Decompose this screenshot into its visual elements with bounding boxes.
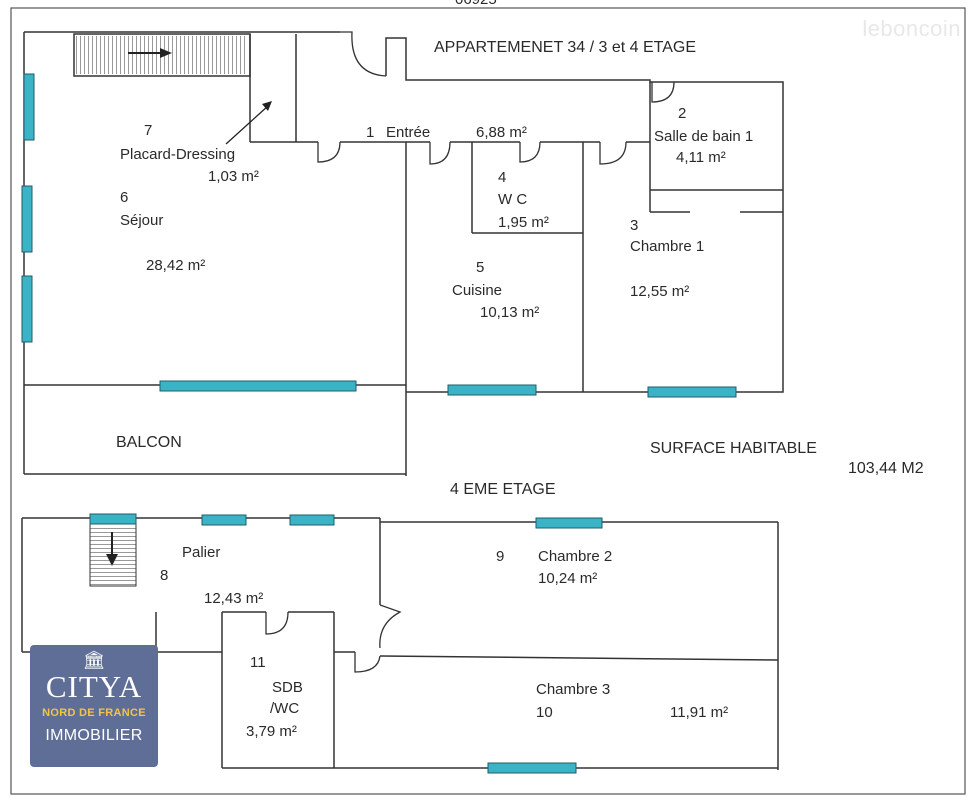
level-3-doors bbox=[317, 31, 675, 165]
room-2-number: 2 bbox=[678, 105, 686, 122]
room-4-number: 4 bbox=[498, 169, 506, 186]
column-icon: 🏛 bbox=[82, 650, 106, 670]
dressing-pointer bbox=[225, 105, 269, 145]
logo-tagline: IMMOBILIER bbox=[45, 727, 143, 744]
room-10-name: Chambre 3 bbox=[536, 681, 610, 698]
room-2-name: Salle de bain 1 bbox=[654, 128, 753, 145]
room-3-name: Chambre 1 bbox=[630, 238, 704, 255]
room-9-name: Chambre 2 bbox=[538, 548, 612, 565]
room-7-area: 1,03 m² bbox=[208, 168, 259, 185]
room-8-area: 12,43 m² bbox=[204, 590, 263, 607]
room-5-number: 5 bbox=[476, 259, 484, 276]
logo-name: CITYA bbox=[45, 669, 143, 704]
room-7-number: 7 bbox=[144, 122, 152, 139]
level-4-title: 4 EME ETAGE bbox=[450, 481, 556, 498]
room-2-area: 4,11 m² bbox=[676, 149, 726, 166]
room-1-area: 6,88 m² bbox=[476, 124, 527, 141]
room-11-name-2: /WC bbox=[270, 700, 299, 717]
page-border bbox=[10, 7, 966, 795]
room-4-area: 1,95 m² bbox=[498, 214, 549, 231]
plan-title: APPARTEMENET 34 / 3 et 4 ETAGE bbox=[434, 39, 696, 56]
room-4-name: W C bbox=[498, 191, 527, 208]
room-3-number: 3 bbox=[630, 217, 638, 234]
level-4-windows bbox=[89, 513, 603, 774]
room-6-name: Séjour bbox=[120, 212, 163, 229]
room-5-name: Cuisine bbox=[452, 282, 502, 299]
header-fragment: 06925 bbox=[455, 0, 497, 8]
balcon-label: BALCON bbox=[116, 434, 182, 451]
stairs-4-arrow-head bbox=[106, 554, 118, 566]
surface-label: SURFACE HABITABLE bbox=[650, 440, 817, 457]
logo-region: NORD DE FRANCE bbox=[42, 707, 146, 719]
room-7-name: Placard-Dressing bbox=[120, 146, 235, 163]
dressing-pointer-head bbox=[262, 101, 272, 111]
room-9-number: 9 bbox=[496, 548, 504, 565]
room-11-area: 3,79 m² bbox=[246, 723, 297, 740]
room-11-number: 11 bbox=[250, 654, 266, 671]
room-8-name: Palier bbox=[182, 544, 220, 561]
room-11-name: SDB bbox=[272, 679, 303, 696]
room-5-area: 10,13 m² bbox=[480, 304, 539, 321]
level-3-windows bbox=[21, 73, 737, 398]
room-9-area: 10,24 m² bbox=[538, 570, 597, 587]
room-6-area: 28,42 m² bbox=[146, 257, 205, 274]
surface-value: 103,44 M2 bbox=[848, 460, 924, 477]
room-10-area: 11,91 m² bbox=[670, 704, 728, 721]
room-1-name: Entrée bbox=[386, 124, 430, 141]
citya-logo: 🏛 CITYA NORD DE FRANCE IMMOBILIER bbox=[30, 645, 158, 767]
room-10-number: 10 bbox=[536, 704, 553, 721]
level-4-doors bbox=[265, 604, 402, 673]
room-3-area: 12,55 m² bbox=[630, 283, 689, 300]
room-8-number: 8 bbox=[160, 567, 168, 584]
room-6-number: 6 bbox=[120, 189, 128, 206]
stairs-arrow-head bbox=[160, 48, 172, 58]
room-1-number: 1 bbox=[366, 124, 374, 141]
leboncoin-watermark: leboncoin bbox=[862, 16, 961, 41]
